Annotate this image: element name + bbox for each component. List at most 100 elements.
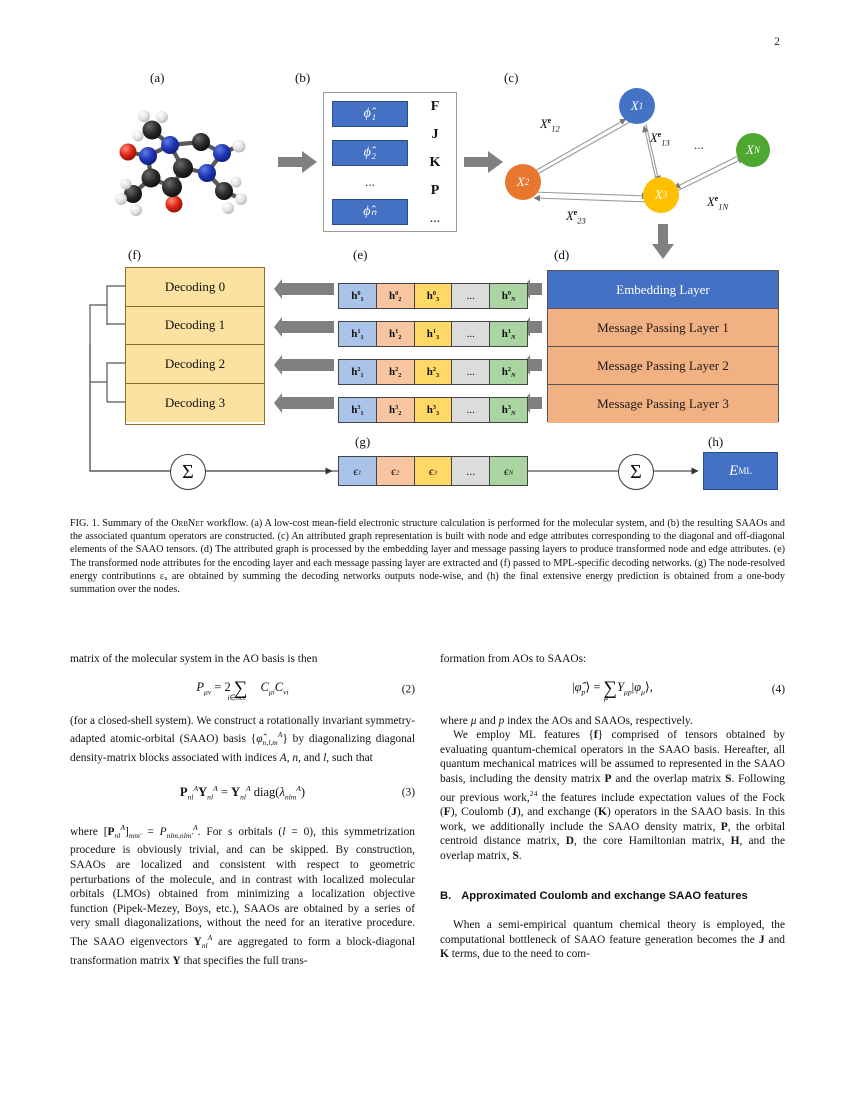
equation-2-expression: Pμν = 2 ∑i∈occCμiCνi — [196, 677, 289, 702]
edge-label-x12: Xe12 — [540, 116, 560, 134]
decoding-row-0: Decoding 0 — [126, 268, 264, 307]
decoding-row-1: Decoding 1 — [126, 306, 264, 345]
h-cell-ellipsis-3: ... — [452, 398, 491, 422]
decoding-network-stack: Decoding 0 Decoding 1 Decoding 2 Decodin… — [125, 267, 265, 425]
operator-symbol-column: F J K P ... — [420, 99, 450, 227]
equation-2-number: (2) — [401, 683, 415, 696]
equation-4: |φ̂p⟩ = ∑μYμp|φμ⟩, (4) — [440, 677, 785, 702]
phi-box-2: ϕ̂₂ — [332, 139, 408, 166]
caption-lead: Summary of the — [99, 518, 172, 529]
section-b-title: Approximated Coulomb and exchange SAAO f… — [461, 890, 748, 903]
layer-embedding: Embedding Layer — [548, 271, 778, 309]
operator-p: P — [430, 183, 440, 198]
panel-label-f: (f) — [128, 247, 141, 262]
operator-j: J — [431, 127, 439, 142]
right-para-2: where μ and p index the AOs and SAAOs, r… — [440, 714, 693, 727]
summation-node-wise: Σ — [170, 454, 206, 490]
panel-label-a: (a) — [150, 70, 165, 85]
page-number: 2 — [774, 36, 780, 48]
equation-3-number: (3) — [401, 786, 415, 799]
body-column-right: formation from AOs to SAAOs: |φ̂p⟩ = ∑μY… — [440, 652, 785, 962]
equation-4-expression: |φ̂p⟩ = ∑μYμp|φμ⟩, — [572, 677, 653, 702]
graph-ellipsis: ... — [694, 137, 704, 152]
figure-1: (a) (b) (c) (d) (e) (f) (g) (h) — [70, 62, 785, 512]
edge-label-x1n: Xe1N — [707, 194, 729, 212]
equation-3-expression: PnlAYnlA = YnlA diag(λnlmA) — [179, 783, 306, 802]
decoding-row-2: Decoding 2 — [126, 345, 264, 384]
edge-label-x23: Xe23 — [566, 208, 586, 226]
section-heading-b: B. Approximated Coulomb and exchange SAAO… — [440, 889, 785, 904]
equation-3: PnlAYnlA = YnlA diag(λnlmA) (3) — [70, 782, 415, 805]
network-layer-stack: Embedding Layer Message Passing Layer 1 … — [547, 270, 779, 423]
left-para-2: (for a closed-shell system). We construc… — [70, 714, 416, 764]
phi-box-n: ϕ̂ₙ — [332, 198, 408, 225]
decoding-row-3: Decoding 3 — [126, 383, 264, 422]
figure-caption: FIG. 1. Summary of the OrbNet workflow. … — [70, 517, 785, 596]
section-b-letter: B. — [440, 890, 452, 903]
phi-ellipsis: ... — [365, 174, 375, 190]
operator-f: F — [430, 99, 440, 114]
body-column-left: matrix of the molecular system in the AO… — [70, 652, 415, 968]
panel-label-g: (g) — [355, 434, 371, 449]
left-para-1: matrix of the molecular system in the AO… — [70, 653, 318, 665]
left-para-3: where [PnlA]mm′ = Pnlm,nlm′A. For s orbi… — [70, 822, 415, 967]
equation-4-number: (4) — [771, 683, 785, 696]
equation-2: Pμν = 2 ∑i∈occCμiCνi (2) — [70, 677, 415, 702]
right-para-3: We employ ML features {f} comprised of t… — [440, 729, 786, 862]
h-cell-ellipsis-0: ... — [452, 284, 491, 308]
layer-message-passing-2: Message Passing Layer 2 — [548, 347, 778, 385]
panel-label-d: (d) — [554, 247, 570, 262]
molecule-ball-and-stick-caffeine — [108, 100, 268, 225]
h-cell-ellipsis-2: ... — [452, 360, 491, 384]
layer-message-passing-1: Message Passing Layer 1 — [548, 309, 778, 347]
layer-message-passing-3: Message Passing Layer 3 — [548, 385, 778, 423]
summation-over-nodes: Σ — [618, 454, 654, 490]
right-para-4: When a semi-empirical quantum chemical t… — [440, 919, 785, 961]
right-para-1: formation from AOs to SAAOs: — [440, 653, 587, 665]
operator-k: K — [429, 155, 441, 170]
panel-label-c: (c) — [504, 70, 519, 85]
panel-label-h: (h) — [708, 434, 724, 449]
panel-label-e: (e) — [353, 247, 368, 262]
caption-body: workflow. (a) A low-cost mean-field elec… — [70, 518, 785, 596]
caption-prefix: FIG. 1. — [70, 518, 100, 529]
phi-column: ϕ̂₁ ϕ̂₂ ... ϕ̂ₙ — [332, 101, 408, 225]
caption-smallcaps-orbnet: OrbNet — [171, 518, 204, 529]
h-cell-ellipsis-1: ... — [452, 322, 491, 346]
panel-label-b: (b) — [295, 70, 311, 85]
phi-box-1: ϕ̂₁ — [332, 101, 408, 127]
operator-ellipsis: ... — [429, 211, 441, 226]
